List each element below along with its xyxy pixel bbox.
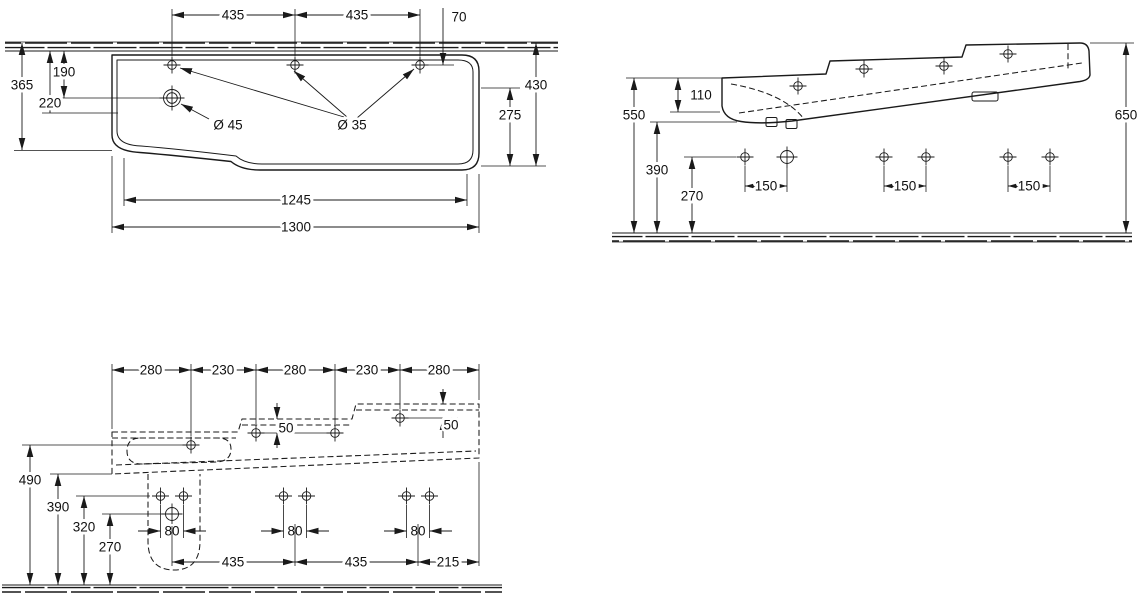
dim-label: 110 (690, 88, 712, 103)
plan-view: 435 435 70 365 190 220 430 275 1245 1300 (5, 5, 558, 238)
dim-label: 220 (39, 96, 62, 111)
fixing-hole-marker (736, 148, 754, 166)
dim-label: 435 (345, 555, 368, 570)
dim-label: 320 (73, 520, 96, 535)
dim-label: 365 (11, 78, 34, 93)
tap-hole-marker (935, 57, 953, 75)
dim-label: 435 (222, 8, 245, 23)
basin-profile-outline (721, 42, 1091, 124)
dim-label: 270 (681, 189, 704, 204)
side-view: 150 150 150 110 550 650 390 270 (612, 42, 1140, 243)
dim-label: 50 (278, 421, 293, 436)
dim-label: 280 (428, 363, 451, 378)
dim-label: 275 (499, 108, 522, 123)
dim-label: 490 (19, 473, 42, 488)
dim-label: 70 (451, 10, 466, 25)
dim-label: 150 (894, 179, 917, 194)
hidden-bowl-contour (730, 83, 805, 120)
basin-inner-rim (116, 59, 474, 165)
floor-section (2, 585, 502, 594)
dim-label: 430 (525, 78, 548, 93)
dim-label: 435 (222, 555, 245, 570)
fixing-hole-marker (297, 487, 316, 505)
fixing-hole-marker (274, 487, 293, 505)
basin-outline (111, 54, 480, 171)
dim-label: 650 (1115, 108, 1138, 123)
tap-hole-marker (286, 56, 304, 74)
dim-label: 1300 (281, 220, 311, 235)
tap-hole-marker (163, 56, 181, 74)
fixing-tab (971, 91, 999, 102)
leader-line (180, 103, 210, 120)
drain-diameter-label: Ø 45 (213, 118, 242, 133)
tap-hole-marker (855, 60, 873, 78)
drain-outlet-marker (161, 503, 183, 525)
dim-label: 280 (284, 363, 307, 378)
leader-line (356, 68, 415, 119)
floor-section (612, 233, 1132, 242)
drain-outlet-marker (776, 146, 798, 168)
dim-label: 435 (346, 8, 369, 23)
dim-label: 1245 (281, 193, 311, 208)
fixing-hole-marker (420, 487, 439, 505)
taphole-diameter-label: Ø 35 (337, 118, 366, 133)
trap-fitting (785, 119, 798, 129)
hidden-basin-outline (111, 403, 480, 475)
dim-label: 150 (1018, 179, 1041, 194)
dim-label: 230 (212, 363, 235, 378)
tap-hole-marker (411, 56, 429, 74)
leader-line (293, 70, 348, 118)
fixing-hole-marker (174, 487, 193, 505)
rear-hole-marker (182, 436, 200, 454)
fixing-hole-marker (999, 148, 1017, 166)
fixing-hole-marker (1041, 148, 1059, 166)
dim-label: 50 (443, 418, 458, 433)
fixing-hole-marker (397, 487, 416, 505)
dim-label: 390 (47, 500, 70, 515)
wall-section (5, 42, 558, 51)
dim-label: 390 (646, 163, 669, 178)
fixing-hole-marker (917, 148, 935, 166)
hidden-trap-outline (147, 474, 201, 571)
fixing-hole-marker (151, 487, 170, 505)
trap-fitting (765, 117, 778, 127)
tap-hole-marker (789, 77, 807, 95)
leader-line (179, 67, 345, 118)
hidden-edge (738, 62, 1083, 114)
dim-label: 215 (437, 555, 460, 570)
fixing-hole-marker (875, 148, 893, 166)
tap-hole-marker (999, 45, 1017, 63)
dim-label: 190 (53, 65, 76, 80)
hidden-bowl-contour (126, 437, 232, 465)
dim-label: 230 (356, 363, 379, 378)
dim-label: 280 (140, 363, 163, 378)
drain-hole-marker (159, 85, 185, 111)
dim-label: 150 (755, 179, 778, 194)
front-view: 50 50 80 80 80 (2, 360, 502, 594)
dim-label: 270 (99, 540, 122, 555)
dim-label: 550 (623, 108, 646, 123)
